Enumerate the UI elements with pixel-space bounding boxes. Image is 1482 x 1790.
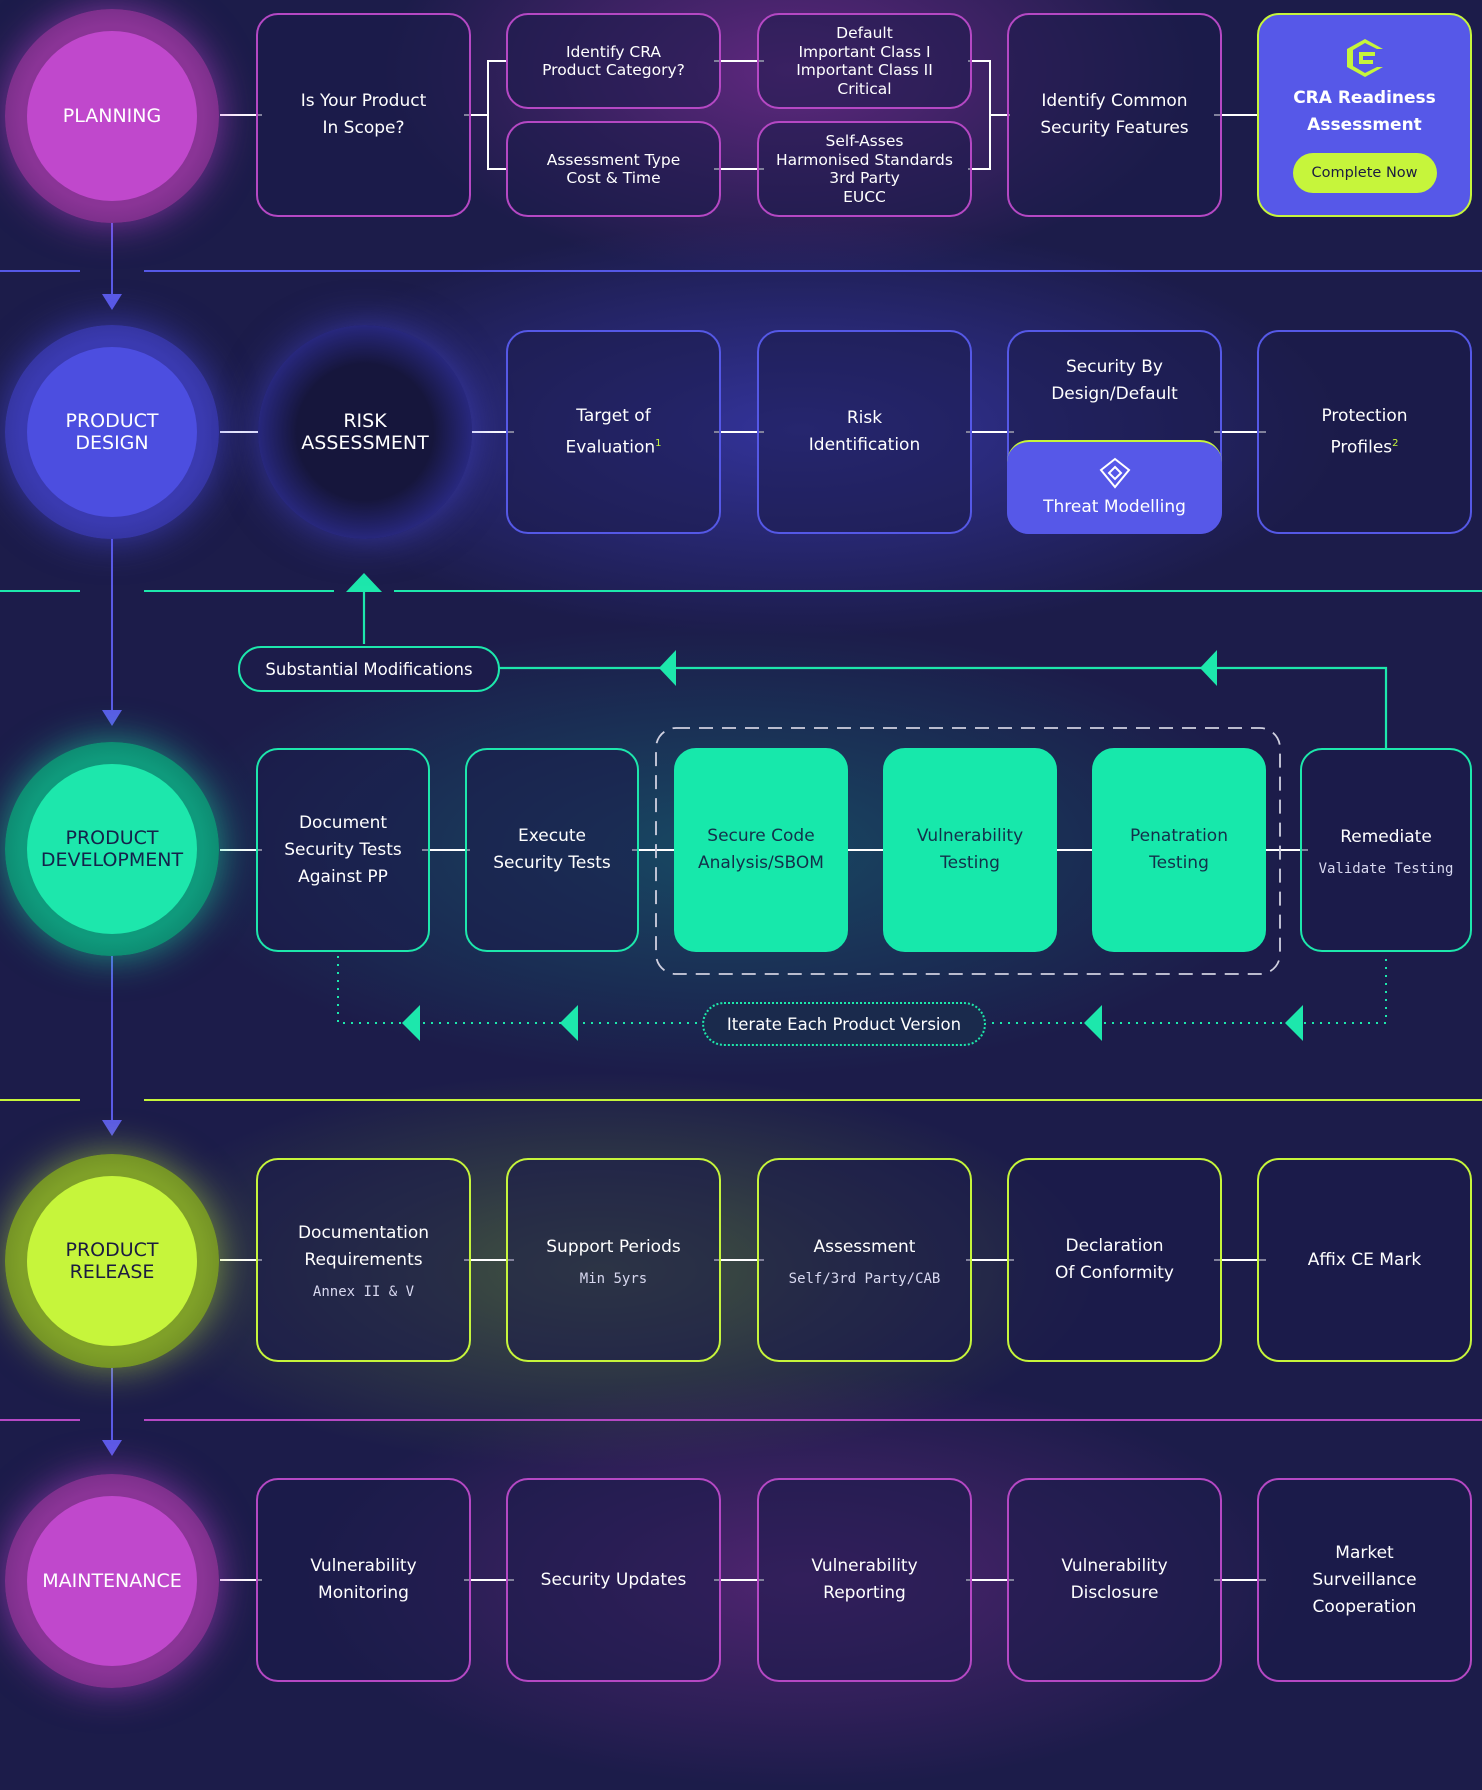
market-surveillance-box: Market Surveillance Cooperation <box>1257 1478 1472 1682</box>
stage-maintenance-label: MAINTENANCE <box>27 1496 197 1666</box>
sca-text: Secure Code Analysis/SBOM <box>698 826 824 873</box>
protection-profiles-label: Protection Profiles <box>1321 405 1408 458</box>
cra-readiness-card[interactable]: CRA Readiness Assessment Complete Now <box>1257 13 1472 217</box>
cra-logo-icon <box>1346 39 1383 77</box>
substantial-modifications-pill[interactable]: Substantial Modifications <box>238 646 500 692</box>
stage-maintenance: MAINTENANCE <box>5 1474 219 1688</box>
iterate-pill: Iterate Each Product Version <box>702 1002 986 1046</box>
risk-assessment-label: RISK ASSESSMENT <box>301 410 429 454</box>
vulnerability-reporting-text: Vulnerability Reporting <box>811 1556 918 1603</box>
vulnerability-disclosure-box: Vulnerability Disclosure <box>1007 1478 1222 1682</box>
vulnerability-disclosure-text: Vulnerability Disclosure <box>1061 1556 1168 1603</box>
release-assessment-box: Assessment Self/3rd Party/CAB <box>757 1158 972 1362</box>
support-periods-text: Support Periods <box>546 1236 681 1257</box>
assessment-type-text: Assessment Type Cost & Time <box>546 150 681 188</box>
connector-lines <box>0 60 1482 1581</box>
protection-profiles-box: Protection Profiles2 <box>1257 330 1472 534</box>
risk-identification-text: Risk Identification <box>808 408 921 455</box>
support-periods-subtext: Min 5yrs <box>579 1270 648 1287</box>
security-features-text: Identify Common Security Features <box>1040 91 1189 138</box>
threat-modelling-text: Threat Modelling <box>1043 496 1186 517</box>
ce-mark-text: Affix CE Mark <box>1307 1249 1422 1270</box>
shield-icon <box>1099 457 1130 489</box>
vulnerability-testing-text: Vulnerability Testing <box>916 826 1024 873</box>
vulnerability-monitoring-text: Vulnerability Monitoring <box>310 1556 417 1603</box>
execute-tests-box: Execute Security Tests <box>465 748 639 952</box>
declaration-text: Declaration Of Conformity <box>1055 1236 1174 1283</box>
documentation-text: Documentation Requirements <box>297 1223 430 1270</box>
stage-product-development: PRODUCT DEVELOPMENT <box>5 742 219 956</box>
toe-label: Target of Evaluation <box>565 405 656 458</box>
vulnerability-testing-box: Vulnerability Testing <box>883 748 1057 952</box>
stage-product-development-label: PRODUCT DEVELOPMENT <box>27 764 197 934</box>
market-surveillance-text: Market Surveillance Cooperation <box>1312 1542 1417 1617</box>
penetration-testing-text: Penatration Testing <box>1130 826 1228 873</box>
declaration-box: Declaration Of Conformity <box>1007 1158 1222 1362</box>
cra-readiness-title: CRA Readiness Assessment <box>1293 88 1436 135</box>
penetration-testing-box: Penatration Testing <box>1092 748 1266 952</box>
threat-modelling-card[interactable]: Threat Modelling <box>1007 440 1222 534</box>
stage-product-release-label: PRODUCT RELEASE <box>27 1176 197 1346</box>
stage-product-design: PRODUCT DESIGN <box>5 325 219 539</box>
stage-planning-label: PLANNING <box>27 31 197 201</box>
document-tests-text: Document Security Tests Against PP <box>284 812 402 887</box>
stage-product-release: PRODUCT RELEASE <box>5 1154 219 1368</box>
assessment-type-box: Assessment Type Cost & Time <box>506 121 721 217</box>
risk-identification-box: Risk Identification <box>757 330 972 534</box>
scope-text: Is Your Product In Scope? <box>300 91 427 138</box>
security-by-default-text: Security By Design/Default <box>1051 357 1178 404</box>
category-text: Identify CRA Product Category? <box>542 42 685 80</box>
classes-box: Default Important Class I Important Clas… <box>757 13 972 109</box>
toe-text: Target of Evaluation1 <box>565 403 661 462</box>
protection-footnote: 2 <box>1392 437 1399 449</box>
remediate-box: Remediate Validate Testing <box>1300 748 1472 952</box>
security-updates-text: Security Updates <box>540 1569 687 1590</box>
toe-footnote: 1 <box>655 437 662 449</box>
classes-text: Default Important Class I Important Clas… <box>796 24 933 98</box>
vulnerability-monitoring-box: Vulnerability Monitoring <box>256 1478 471 1682</box>
protection-profiles-text: Protection Profiles2 <box>1321 403 1407 462</box>
release-assessment-subtext: Self/3rd Party/CAB <box>788 1270 941 1287</box>
security-updates-box: Security Updates <box>506 1478 721 1682</box>
toe-box: Target of Evaluation1 <box>506 330 721 534</box>
vulnerability-reporting-box: Vulnerability Reporting <box>757 1478 972 1682</box>
sca-box: Secure Code Analysis/SBOM <box>674 748 848 952</box>
risk-assessment-circle: RISK ASSESSMENT <box>258 325 472 539</box>
scope-box: Is Your Product In Scope? <box>256 13 471 217</box>
support-periods-box: Support Periods Min 5yrs <box>506 1158 721 1362</box>
documentation-subtext: Annex II & V <box>312 1284 415 1300</box>
remediate-text: Remediate <box>1340 826 1432 847</box>
release-assessment-text: Assessment <box>813 1236 916 1257</box>
complete-now-button[interactable]: Complete Now <box>1292 153 1437 193</box>
standards-text: Self-Asses Harmonised Standards 3rd Part… <box>776 132 953 206</box>
stage-planning: PLANNING <box>5 9 219 223</box>
document-tests-box: Document Security Tests Against PP <box>256 748 430 952</box>
stage-product-design-label: PRODUCT DESIGN <box>27 347 197 517</box>
category-box: Identify CRA Product Category? <box>506 13 721 109</box>
remediate-subtext: Validate Testing <box>1318 860 1454 877</box>
documentation-box: Documentation Requirements Annex II & V <box>256 1158 471 1362</box>
security-features-box: Identify Common Security Features <box>1007 13 1222 217</box>
execute-tests-text: Execute Security Tests <box>493 826 611 873</box>
standards-box: Self-Asses Harmonised Standards 3rd Part… <box>757 121 972 217</box>
ce-mark-box: Affix CE Mark <box>1257 1158 1472 1362</box>
